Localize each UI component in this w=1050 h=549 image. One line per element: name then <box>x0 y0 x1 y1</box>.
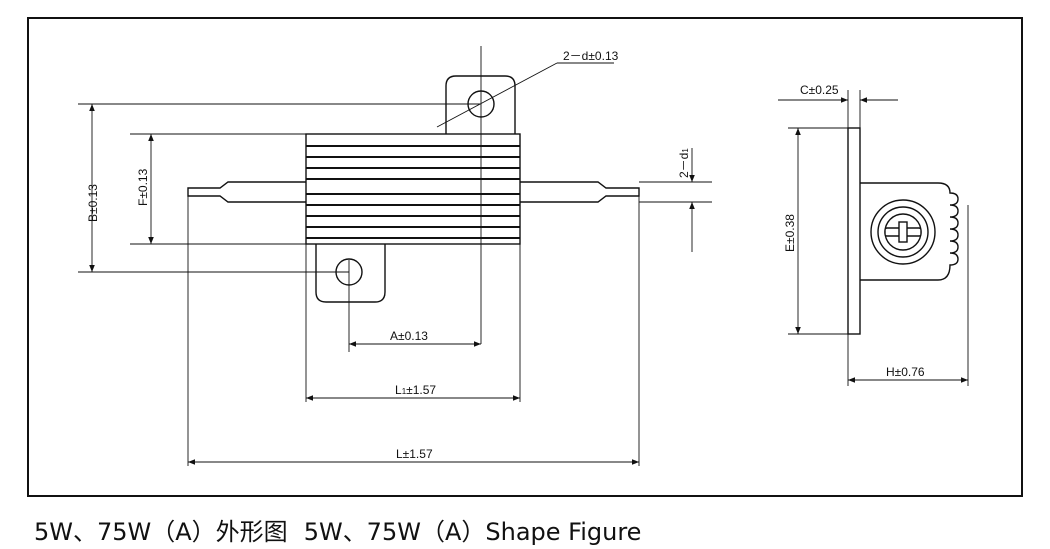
side-dimension-lines <box>778 90 969 386</box>
resistor-body <box>305 133 521 245</box>
front-dimension-arrows <box>89 104 695 465</box>
label-lead-d1: 2－d1 <box>677 148 691 178</box>
label-lead-d1-main: 2－d <box>677 153 691 178</box>
mounting-plate <box>847 127 861 335</box>
top-mounting-tab <box>445 75 516 134</box>
caption-english: 5W、75W（A）Shape Figure <box>303 518 642 546</box>
label-h: H±0.76 <box>886 365 925 379</box>
label-l: L±1.57 <box>396 447 433 461</box>
label-l1-suffix: ±1.57 <box>406 383 436 397</box>
drawing-frame: 2－d±0.13 B±0.13 F±0.13 A±0.13 L1±1.57 L±… <box>27 17 1023 497</box>
label-a: A±0.13 <box>390 329 428 343</box>
finned-profile <box>860 182 959 281</box>
label-hole-diameter: 2－d±0.13 <box>563 49 619 63</box>
left-lead <box>187 181 306 203</box>
label-e: E±0.38 <box>783 214 797 252</box>
side-view <box>847 127 959 335</box>
frame-border <box>27 17 1023 497</box>
front-view <box>187 75 640 303</box>
label-l1: L1±1.57 <box>395 383 436 397</box>
label-f: F±0.13 <box>136 168 150 206</box>
end-cap-outer <box>870 199 936 265</box>
terminal-stem <box>898 221 908 243</box>
label-lead-d1-sub: 1 <box>681 148 690 153</box>
figure-caption: 5W、75W（A）外形图 5W、75W（A）Shape Figure <box>34 512 657 547</box>
caption-chinese: 5W、75W（A）外形图 <box>34 518 288 546</box>
front-dimension-lines <box>78 46 712 466</box>
right-lead <box>520 181 640 203</box>
label-l1-sub: 1 <box>402 387 407 396</box>
bottom-mounting-tab <box>315 244 386 303</box>
end-cap-ring <box>877 206 929 258</box>
cooling-fins <box>306 145 520 239</box>
label-c: C±0.25 <box>800 83 839 97</box>
label-b: B±0.13 <box>86 184 100 222</box>
label-l1-prefix: L <box>395 383 402 397</box>
